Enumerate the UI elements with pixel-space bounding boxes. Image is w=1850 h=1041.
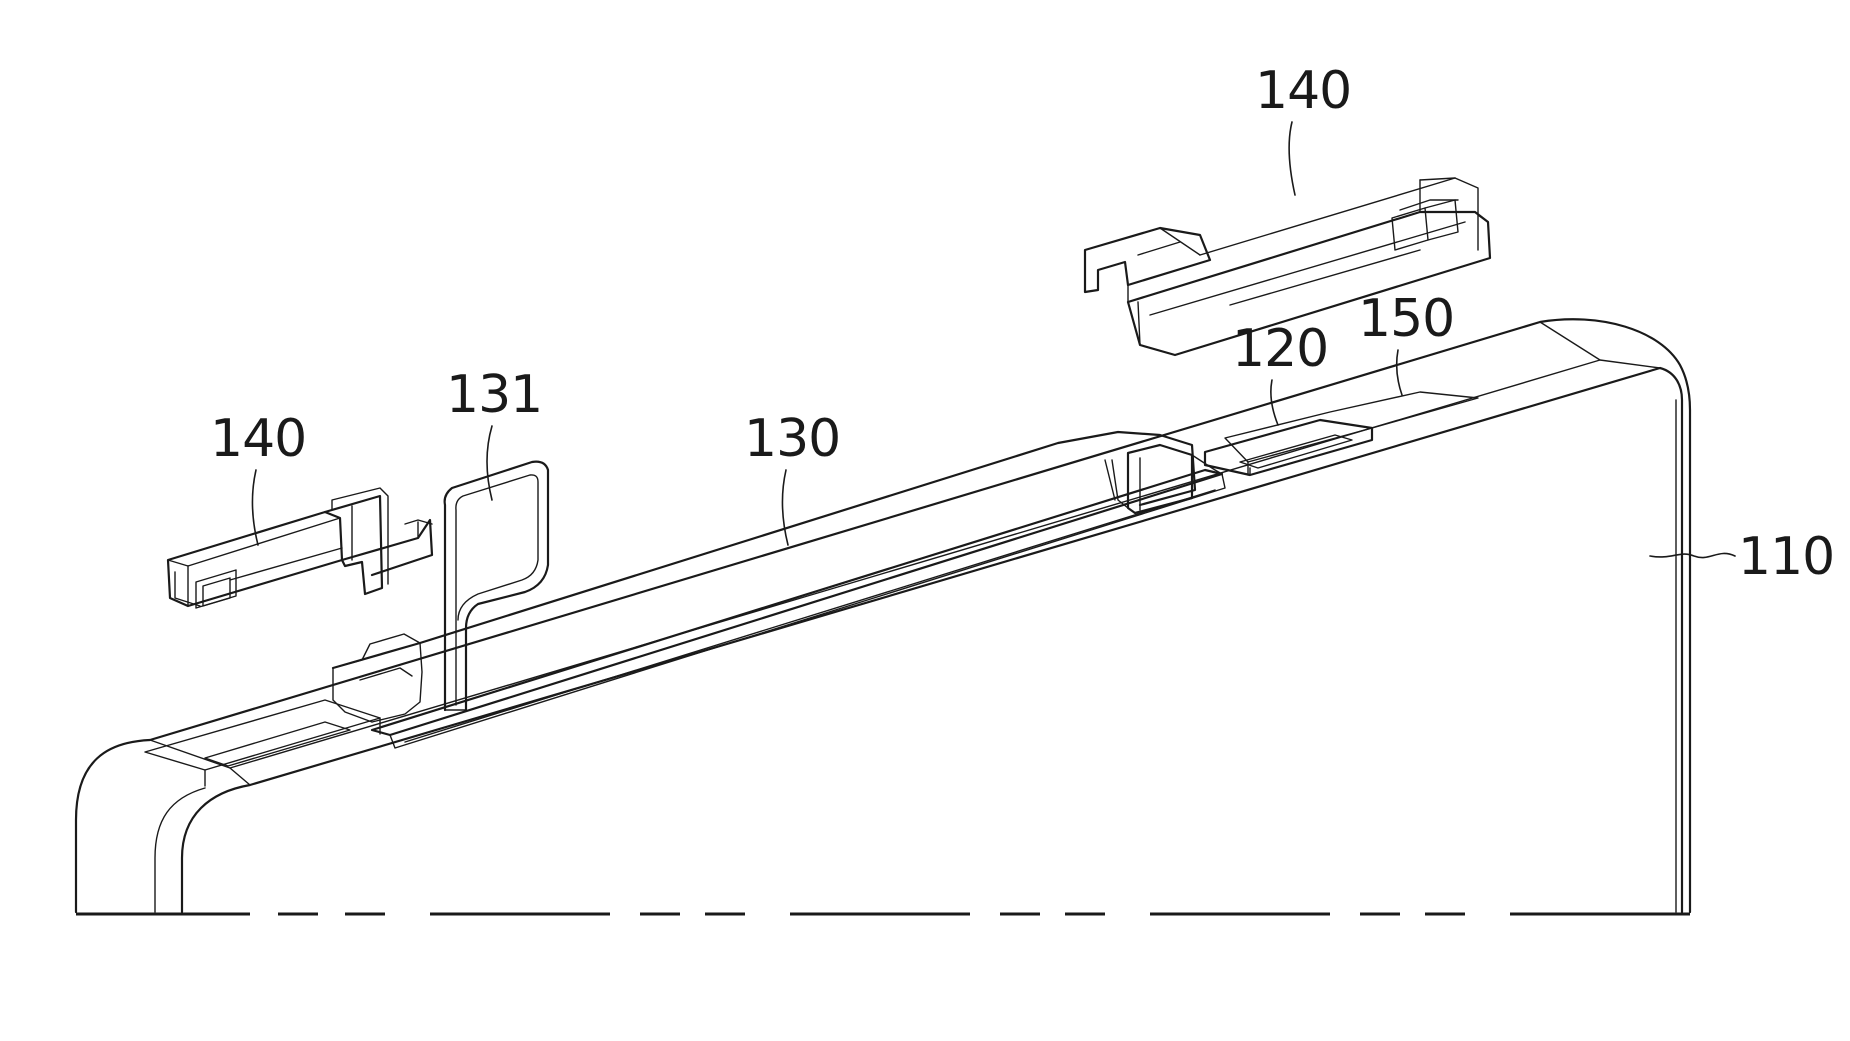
label-120: 120 xyxy=(1232,319,1328,425)
svg-text:130: 130 xyxy=(744,409,840,469)
svg-text:110: 110 xyxy=(1738,527,1834,587)
svg-text:140: 140 xyxy=(1255,61,1351,121)
housing-body xyxy=(76,319,1690,912)
lead-tab xyxy=(445,462,548,710)
label-140-right: 140 xyxy=(1255,61,1351,195)
svg-text:131: 131 xyxy=(446,365,542,425)
label-150: 150 xyxy=(1358,289,1454,395)
svg-text:150: 150 xyxy=(1358,289,1454,349)
svg-text:120: 120 xyxy=(1232,319,1328,379)
label-131: 131 xyxy=(446,365,542,500)
svg-text:140: 140 xyxy=(210,409,306,469)
cap-left xyxy=(168,488,432,608)
label-110: 110 xyxy=(1650,527,1834,587)
label-140-left: 140 xyxy=(210,409,306,545)
left-pad xyxy=(145,700,380,786)
label-130: 130 xyxy=(744,409,840,545)
